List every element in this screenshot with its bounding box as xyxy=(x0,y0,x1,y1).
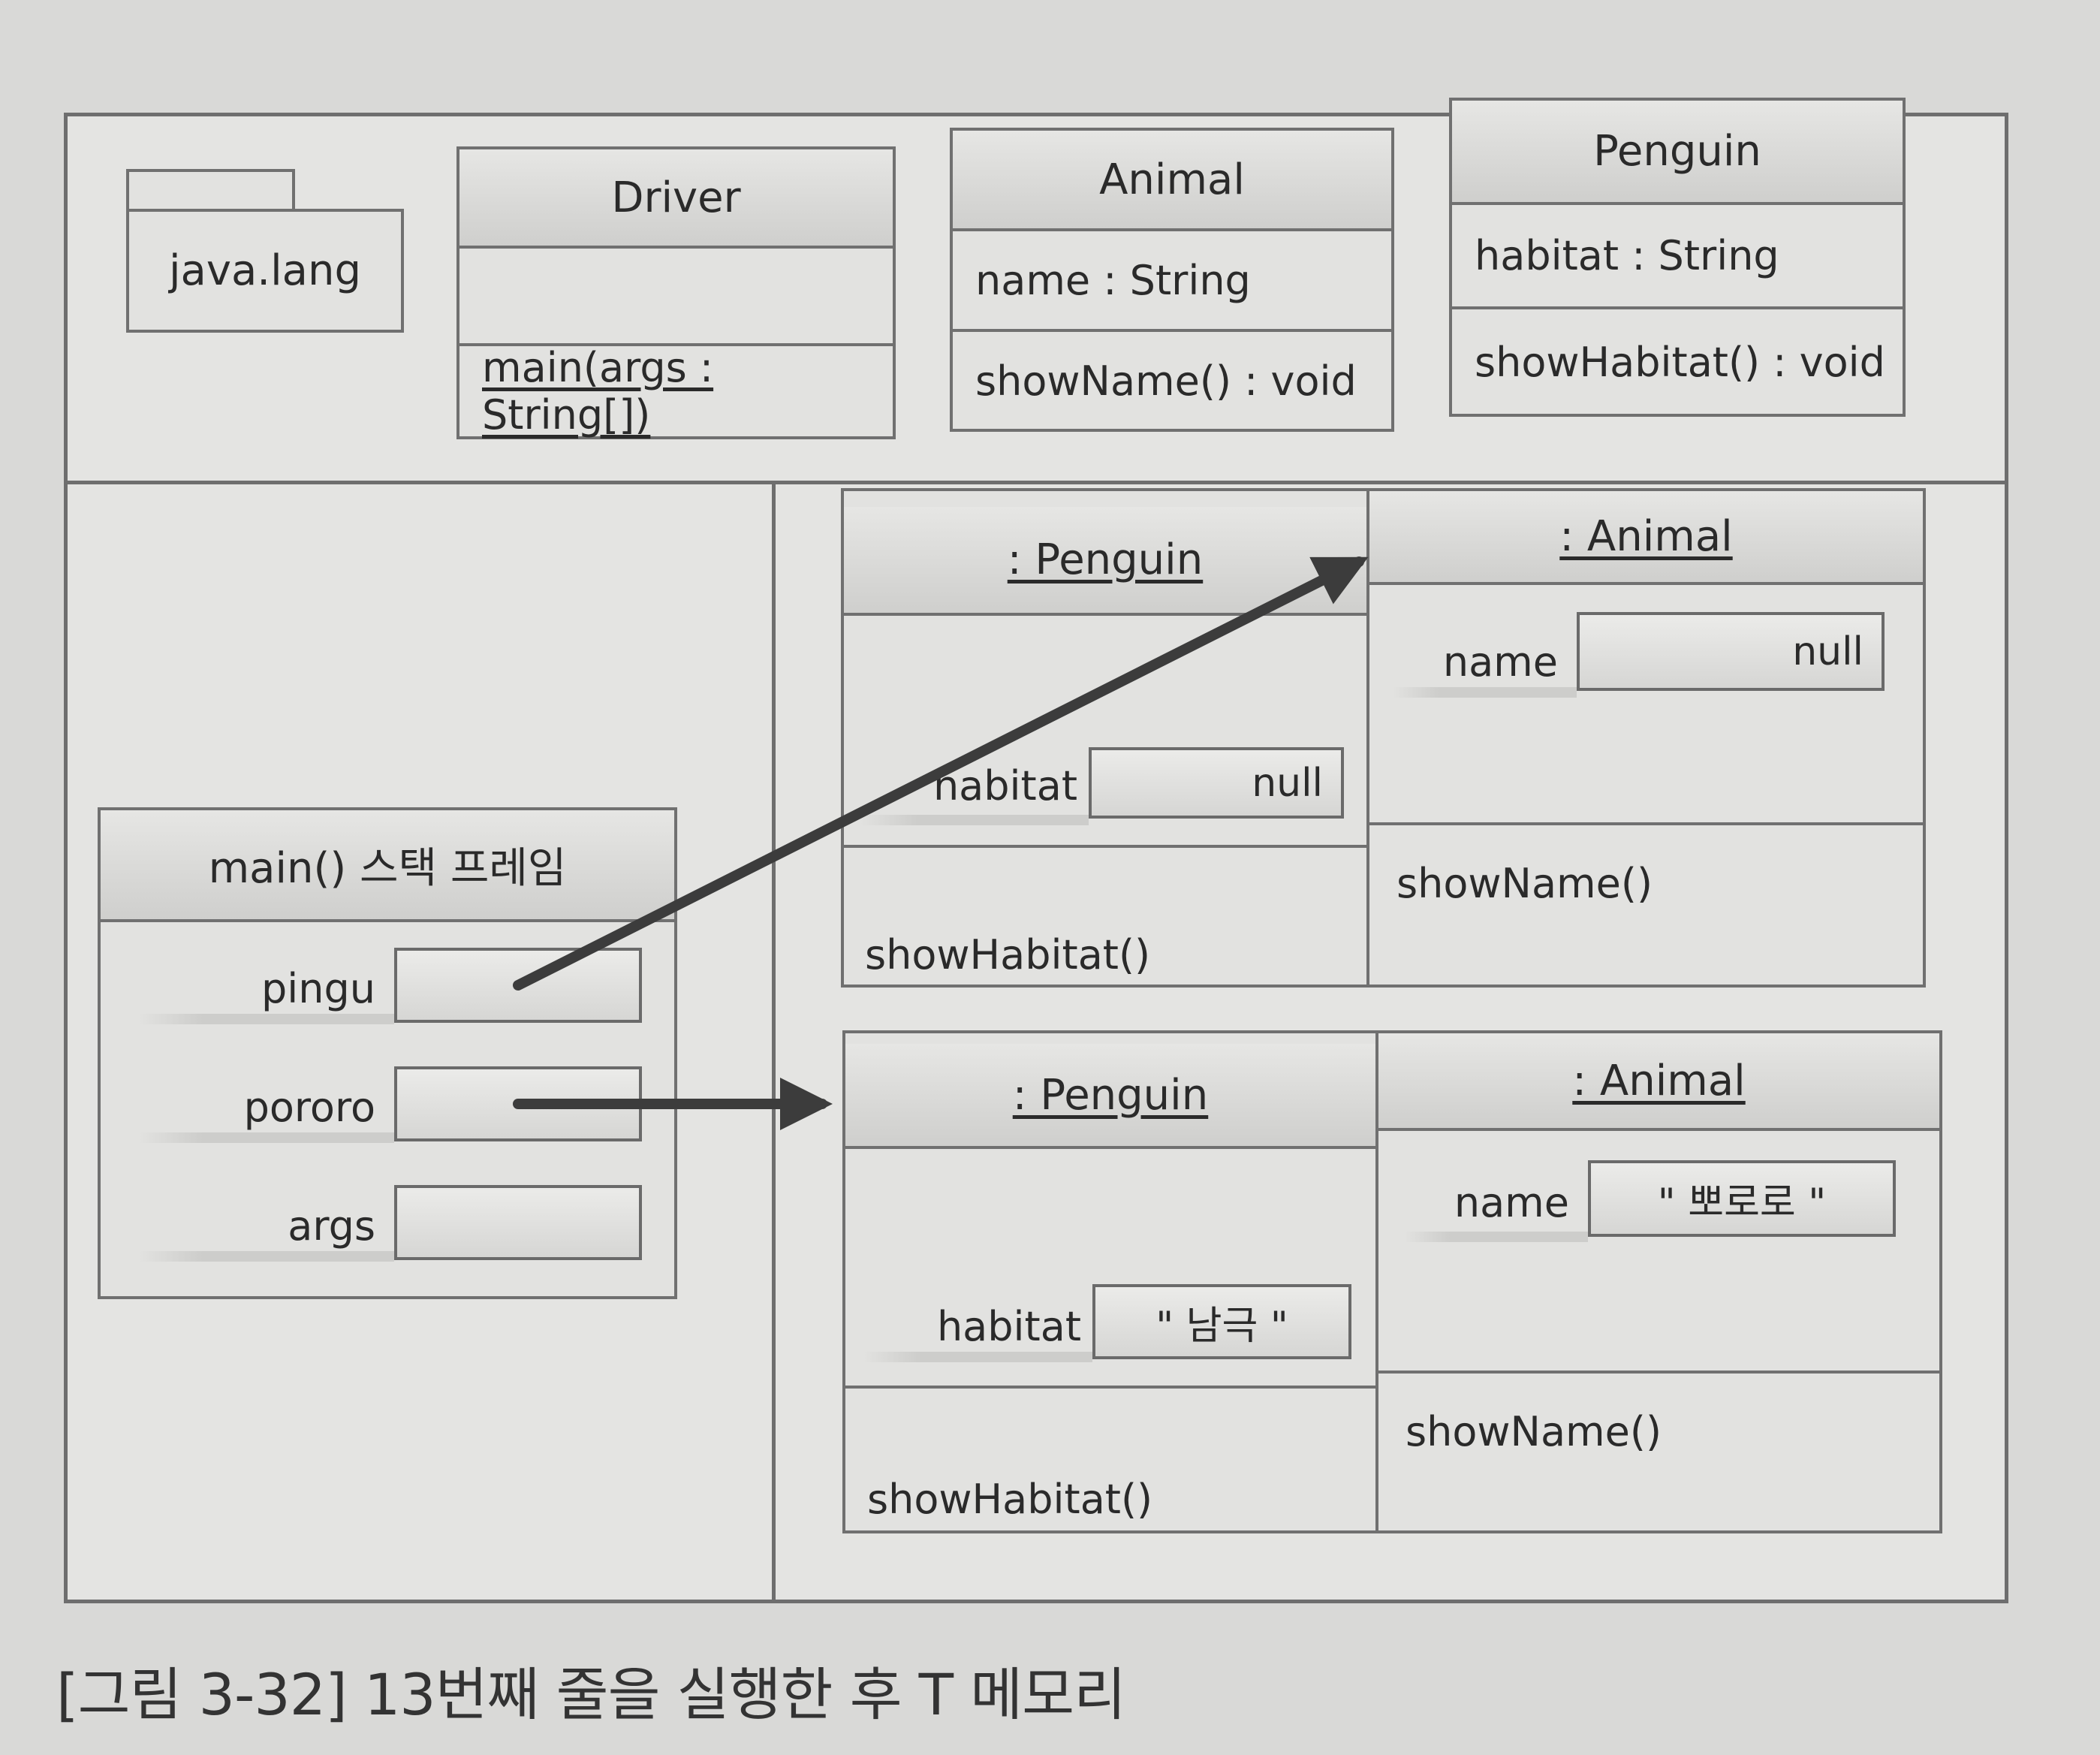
class-penguin-header: Penguin xyxy=(1452,101,1903,205)
heap-object-2-penguin-method-sep xyxy=(845,1386,1375,1389)
heap-object-1-animal-title: : Animal xyxy=(1559,512,1733,561)
heap-object-1-show-habitat: showHabitat() xyxy=(865,931,1151,979)
figure-caption: [그림 3-32] 13번째 줄을 실행한 후 T 메모리 xyxy=(56,1661,1126,1728)
heap-object-2-animal-method-sep xyxy=(1378,1371,1939,1374)
static-area-divider xyxy=(68,481,2005,484)
class-penguin-field: habitat : String xyxy=(1475,232,1779,279)
class-penguin-methods: showHabitat() : void xyxy=(1452,306,1903,415)
class-penguin-name: Penguin xyxy=(1593,127,1761,176)
class-animal-fields: name : String xyxy=(953,231,1391,329)
heap-object-2-divider xyxy=(1375,1030,1378,1533)
heap-object-2-animal-header: : Animal xyxy=(1378,1033,1939,1131)
package-name: java.lang xyxy=(168,246,362,295)
package-tab xyxy=(126,169,295,214)
row-shade xyxy=(1404,1232,1588,1242)
class-animal-methods: showName() : void xyxy=(953,329,1391,430)
heap-object-2-show-name: showName() xyxy=(1406,1408,1662,1455)
stack-var-pororo: pororo xyxy=(243,1084,375,1131)
class-driver-method: main(args : String[]) xyxy=(482,344,714,439)
stack-var-pingu: pingu xyxy=(261,965,375,1012)
heap-object-2-name-label: name xyxy=(1454,1179,1569,1226)
class-animal-name: Animal xyxy=(1099,155,1245,204)
heap-object-2-penguin-header: : Penguin xyxy=(845,1044,1375,1149)
package-java-lang: java.lang xyxy=(126,209,404,333)
class-driver: Driver main(args : String[]) xyxy=(456,146,896,439)
heap-object-2-penguin-title: : Penguin xyxy=(1012,1070,1209,1120)
heap-object-1-habitat-label: habitat xyxy=(932,762,1077,810)
arrow-pingu-to-object-1 xyxy=(513,556,1369,991)
stack-frame-header: main() 스택 프레임 xyxy=(101,810,674,922)
heap-object-1-animal-method-sep xyxy=(1369,822,1923,825)
class-driver-header: Driver xyxy=(459,149,893,249)
class-driver-methods: main(args : String[]) xyxy=(459,343,893,439)
heap-object-1-show-name: showName() xyxy=(1396,860,1653,907)
heap-object-1-habitat-value: null xyxy=(1089,747,1344,819)
row-shade xyxy=(139,1014,394,1024)
row-shade xyxy=(139,1132,394,1143)
heap-object-1-animal-header: : Animal xyxy=(1369,491,1923,585)
class-animal-header: Animal xyxy=(953,131,1391,231)
row-shade xyxy=(1393,687,1577,698)
heap-object-2-habitat-value: " 남극 " xyxy=(1092,1284,1351,1359)
heap-object-1-divider xyxy=(1366,488,1369,988)
heap-object-2-animal-title: : Animal xyxy=(1572,1056,1746,1105)
class-animal: Animal name : String showName() : void xyxy=(950,128,1394,432)
class-animal-method: showName() : void xyxy=(975,357,1357,405)
stack-frame-title: main() 스택 프레임 xyxy=(208,844,567,893)
row-shade xyxy=(860,815,1089,825)
heap-object-2-habitat-label: habitat xyxy=(936,1303,1081,1350)
heap-object-1-name-label: name xyxy=(1442,638,1558,686)
heap-object-1-name-value: null xyxy=(1577,612,1885,691)
row-shade xyxy=(139,1251,394,1262)
stack-var-args: args xyxy=(288,1202,375,1250)
stack-heap-divider xyxy=(772,481,776,1603)
class-penguin-fields: habitat : String xyxy=(1452,205,1903,306)
heap-object-1-penguin-title: : Penguin xyxy=(1007,535,1204,584)
heap-object-2-name-value: " 뽀로로 " xyxy=(1588,1160,1896,1237)
class-penguin: Penguin habitat : String showHabitat() :… xyxy=(1449,98,1906,417)
row-shade xyxy=(863,1352,1092,1362)
heap-object-1-penguin-method-sep xyxy=(844,845,1366,848)
class-animal-field: name : String xyxy=(975,256,1251,304)
class-penguin-method: showHabitat() : void xyxy=(1475,338,1885,386)
class-driver-name: Driver xyxy=(611,173,741,222)
stack-slot-args xyxy=(394,1185,642,1260)
heap-object-2-show-habitat: showHabitat() xyxy=(867,1476,1153,1523)
